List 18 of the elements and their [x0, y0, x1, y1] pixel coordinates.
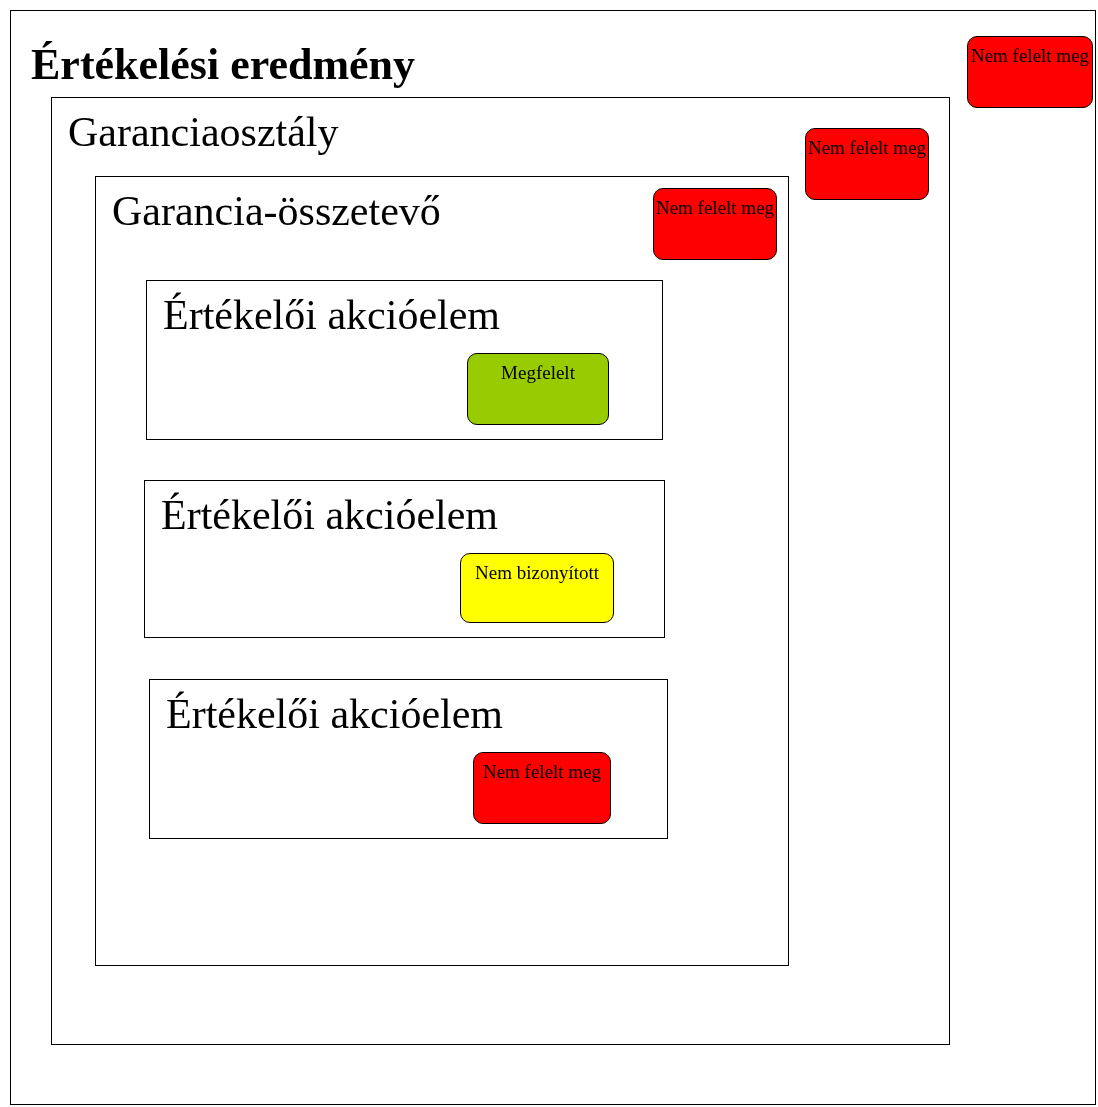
box-heading: Garancia-összetevő [112, 187, 441, 235]
panel-title: Értékelési eredmény [31, 39, 416, 90]
container-box [144, 480, 665, 638]
status-badge: Nem felelt meg [805, 128, 929, 200]
container-box [146, 280, 663, 440]
container-box [95, 176, 789, 966]
status-badge: Megfelelt [467, 353, 609, 425]
container-box [51, 97, 950, 1045]
status-badge: Nem felelt meg [653, 188, 777, 260]
box-heading: Garanciaosztály [68, 108, 339, 156]
box-heading: Értékelői akcióelem [161, 491, 498, 539]
box-heading: Értékelői akcióelem [163, 291, 500, 339]
container-box [149, 679, 668, 839]
status-badge: Nem bizonyított [460, 553, 614, 623]
box-heading: Értékelői akcióelem [166, 690, 503, 738]
status-badge: Nem felelt meg [967, 36, 1093, 108]
status-badge: Nem felelt meg [473, 752, 611, 824]
result-panel [10, 10, 1096, 1105]
